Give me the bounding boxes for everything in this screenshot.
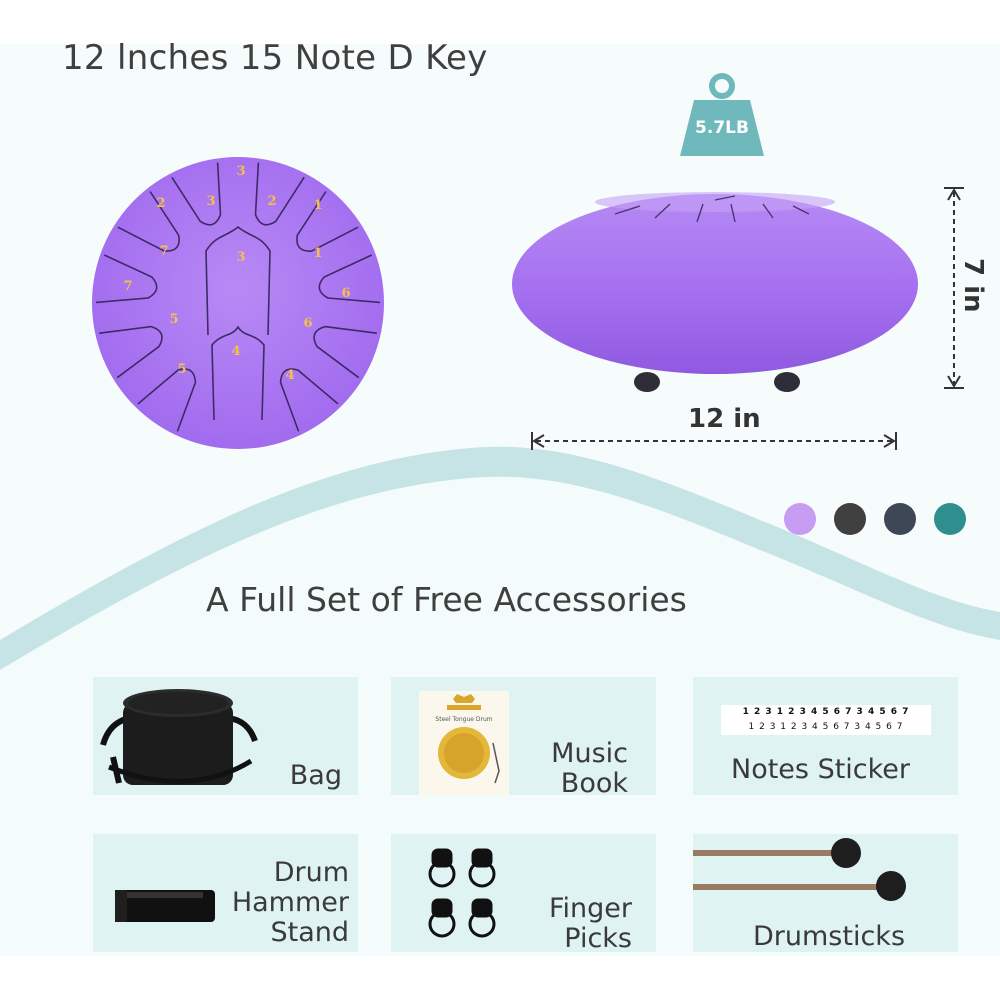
note-number: 5 xyxy=(177,362,186,377)
accessory-card-drumsticks: Drumsticks xyxy=(693,834,958,952)
accessory-label-finger-picks: Finger Picks xyxy=(548,893,632,954)
accessory-label-music-book: Music Book xyxy=(551,738,628,799)
accessory-card-notes-sticker: 1 2 3 1 2 3 4 5 6 7 3 4 5 6 7 1 2 3 1 2 … xyxy=(693,677,958,795)
note-number: 1 xyxy=(313,246,322,261)
finger-picks-icon xyxy=(428,848,496,938)
note-number: 6 xyxy=(303,316,312,331)
note-number: 6 xyxy=(341,286,350,301)
accessory-label-drumsticks: Drumsticks xyxy=(753,921,906,952)
music-book-caption: Steel Tongue Drum xyxy=(435,716,493,723)
accessories-title: A Full Set of Free Accessories xyxy=(206,580,687,619)
drum-side-view xyxy=(512,192,918,392)
note-number: 7 xyxy=(159,244,168,259)
color-swatch-teal[interactable] xyxy=(934,503,966,535)
color-swatch-navy[interactable] xyxy=(884,503,916,535)
accessory-card-drum-hammer-stand: Drum Hammer Stand xyxy=(93,834,358,952)
notes-sticker-numbers-bottom: 1 2 3 1 2 3 4 5 6 7 3 4 5 6 7 xyxy=(748,722,904,732)
notes-sticker-numbers-top: 1 2 3 1 2 3 4 5 6 7 3 4 5 6 7 xyxy=(742,707,910,717)
weight-label: 5.7LB xyxy=(695,118,749,138)
note-number: 5 xyxy=(169,312,178,327)
note-number: 3 xyxy=(236,250,245,265)
accessory-label-drum-hammer-stand: Drum Hammer Stand xyxy=(231,857,349,948)
drumsticks-icon xyxy=(693,838,906,901)
width-dimension-line xyxy=(531,432,897,450)
note-number: 7 xyxy=(123,279,132,294)
notes-sticker-strip: 1 2 3 1 2 3 4 5 6 7 3 4 5 6 7 1 2 3 1 2 … xyxy=(721,705,931,735)
page-title: 12 lnches 15 Note D Key xyxy=(62,38,488,78)
note-number: 1 xyxy=(313,198,322,213)
note-number: 2 xyxy=(267,194,276,209)
accessory-label-bag: Bag xyxy=(289,760,342,791)
width-label: 12 in xyxy=(688,404,761,434)
drum-top-view: 3 2 3 2 1 7 3 1 7 6 5 6 5 4 4 xyxy=(92,157,384,449)
note-number: 4 xyxy=(231,344,240,359)
height-label: 7 in xyxy=(958,258,988,313)
music-book-icon xyxy=(419,691,509,795)
accessory-card-music-book: Steel Tongue Drum Music Book xyxy=(391,677,656,799)
note-number: 3 xyxy=(206,194,215,209)
accessory-card-bag: Bag xyxy=(93,677,358,795)
note-number: 3 xyxy=(236,164,245,179)
accessory-label-notes-sticker: Notes Sticker xyxy=(731,754,911,785)
weight-icon xyxy=(680,73,764,156)
note-number: 2 xyxy=(156,196,165,211)
accessory-card-finger-picks: Finger Picks xyxy=(391,834,656,954)
bag-icon xyxy=(100,689,258,785)
note-number: 4 xyxy=(285,368,294,383)
color-swatch-black[interactable] xyxy=(834,503,866,535)
color-swatch-purple[interactable] xyxy=(784,503,816,535)
height-dimension-line xyxy=(944,187,964,389)
hammer-stand-icon xyxy=(115,890,215,922)
